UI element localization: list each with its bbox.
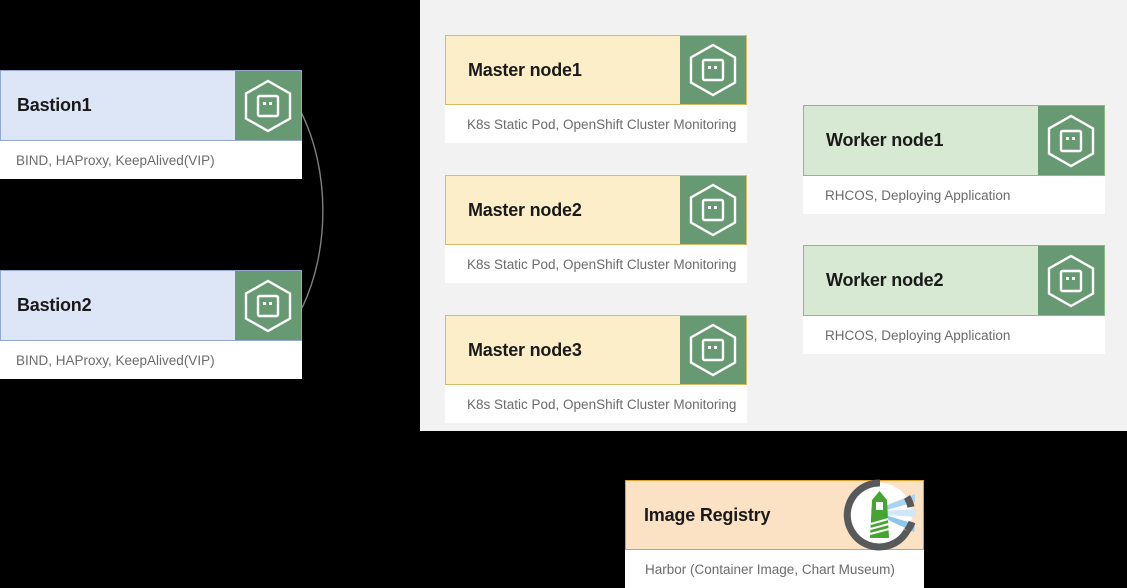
node-card-worker-node2[interactable]: Worker node2 RHCOS, Deploying Applicatio… [803,245,1105,354]
node-card-image-registry[interactable]: Image Registry [625,479,924,588]
node-header: Worker node1 [803,105,1105,176]
node-card-master-node1[interactable]: Master node1 K8s Static Pod, OpenShift C… [445,35,747,143]
node-header: Worker node2 [803,245,1105,316]
node-title: Master node2 [468,199,582,220]
node-header: Master node3 [445,315,747,385]
server-hexagon-icon [680,176,746,244]
node-card-bastion1[interactable]: Bastion1 BIND, HAProxy, KeepAlived(VIP) [0,70,302,179]
node-card-bastion2[interactable]: Bastion2 BIND, HAProxy, KeepAlived(VIP) [0,270,302,379]
node-header: Image Registry [625,479,924,551]
node-card-worker-node1[interactable]: Worker node1 RHCOS, Deploying Applicatio… [803,105,1105,214]
node-card-master-node2[interactable]: Master node2 K8s Static Pod, OpenShift C… [445,175,747,283]
node-subtitle: K8s Static Pod, OpenShift Cluster Monito… [445,105,747,143]
node-header: Master node2 [445,175,747,245]
node-subtitle: BIND, HAProxy, KeepAlived(VIP) [0,341,302,379]
server-hexagon-icon [680,36,746,104]
harbor-lighthouse-icon [837,479,923,551]
node-title: Worker node1 [826,130,944,150]
server-hexagon-icon [1038,106,1104,175]
server-hexagon-icon [235,271,301,340]
node-header: Bastion2 [0,270,302,341]
node-header: Bastion1 [0,70,302,141]
server-hexagon-icon [680,316,746,384]
node-title: Master node3 [468,339,582,360]
node-subtitle: RHCOS, Deploying Application [803,316,1105,354]
node-title: Worker node2 [826,270,944,290]
node-subtitle: K8s Static Pod, OpenShift Cluster Monito… [445,245,747,283]
node-subtitle: K8s Static Pod, OpenShift Cluster Monito… [445,385,747,423]
server-hexagon-icon [235,71,301,140]
node-title: Master node1 [468,59,582,80]
node-title: Bastion1 [17,95,92,115]
node-card-master-node3[interactable]: Master node3 K8s Static Pod, OpenShift C… [445,315,747,423]
server-hexagon-icon [1038,246,1104,315]
node-subtitle: RHCOS, Deploying Application [803,176,1105,214]
node-subtitle: Harbor (Container Image, Chart Museum) [625,550,924,588]
node-header: Master node1 [445,35,747,105]
node-title: Image Registry [644,504,771,525]
node-title: Bastion2 [17,295,92,315]
node-subtitle: BIND, HAProxy, KeepAlived(VIP) [0,141,302,179]
